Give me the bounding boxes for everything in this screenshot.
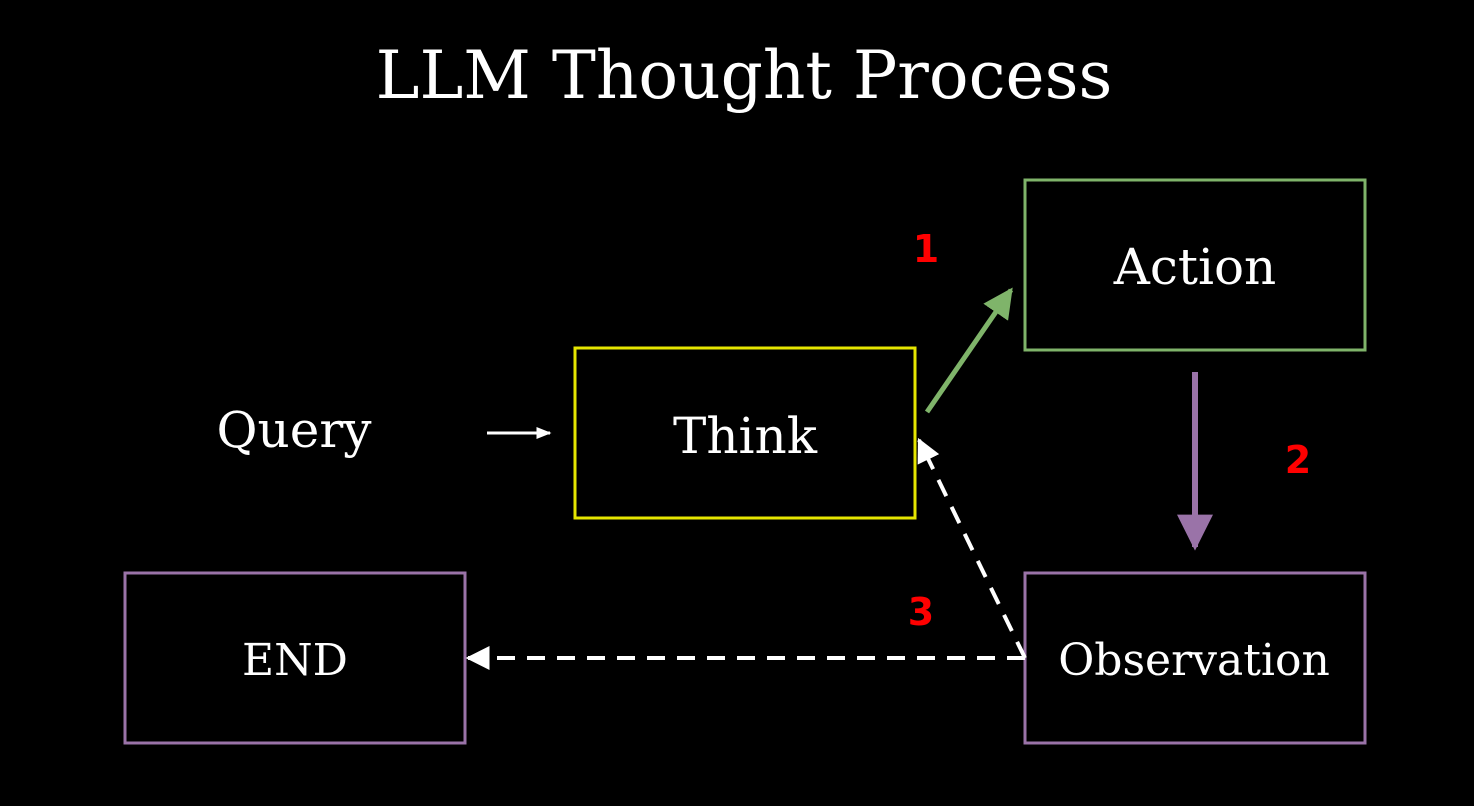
diagram-title: LLM Thought Process — [376, 37, 1113, 114]
end-label: END — [242, 635, 348, 686]
query-label: Query — [217, 401, 373, 459]
action-node — [1023, 178, 1367, 352]
step-label-3: 3 — [908, 590, 934, 634]
think-to-action-arrow — [924, 287, 1014, 414]
step-label-2: 2 — [1285, 438, 1311, 482]
observation-label: Observation — [1058, 635, 1330, 686]
end-node — [123, 571, 467, 745]
action-label: Action — [1113, 238, 1277, 296]
step-label-1: 1 — [913, 227, 939, 271]
observation-node — [1023, 571, 1367, 745]
observation-to-think-arrow — [917, 437, 1027, 659]
think-label: Think — [673, 407, 818, 465]
think-node — [573, 346, 917, 520]
